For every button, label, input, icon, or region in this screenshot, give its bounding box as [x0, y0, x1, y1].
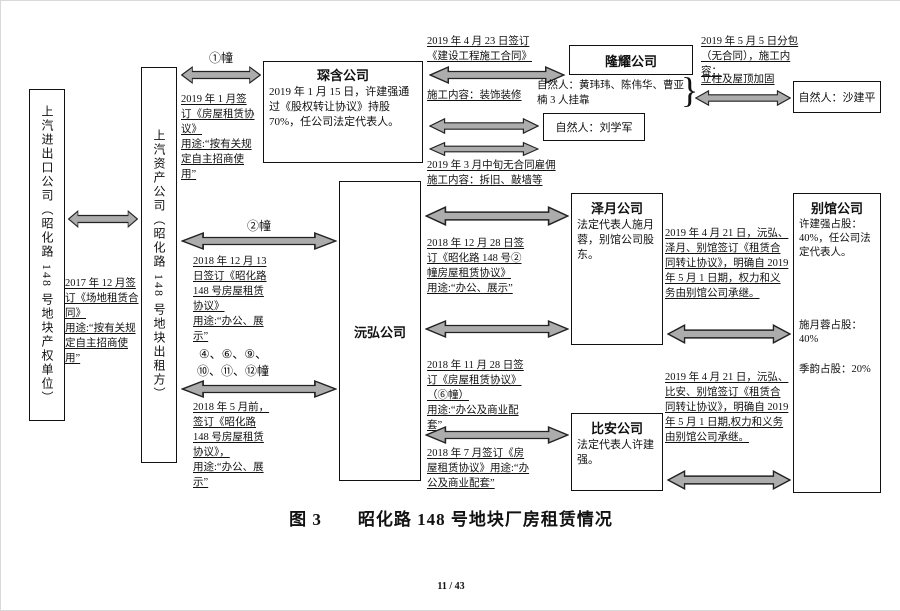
arrow-demolition	[429, 141, 539, 157]
annotation-construction-content: 施工内容：装饰装修	[427, 90, 522, 101]
arrow-saic-lease	[68, 209, 138, 229]
annotation-no-contract-hire: 2019 年 3 月中旬无合同雇佣 施工内容：拆旧、敲墙等	[427, 160, 556, 186]
node-yuanhong-title: 沅弘公司	[353, 324, 406, 340]
annotation-transfer-bian: 2019 年 4 月 21 日，沅弘、比安、别馆签订《租赁合同转让协议》，明确自…	[665, 372, 789, 443]
node-longyao: 隆耀公司	[569, 45, 693, 75]
annotation-lease-2017: 2017 年 12 月签订《场地租赁合同》 用途:“按有关规定自主招商使用”	[65, 278, 139, 364]
annotation-lease-2018-12-13: 2018 年 12 月 13 日签订《昭化路 148 号房屋租赁协议》 用途:“…	[193, 256, 267, 342]
label-building1: ①幢	[208, 51, 233, 65]
node-shajianping-label: 自然人：沙建平	[798, 92, 876, 104]
annotation-construction-contract: 2019 年 4 月 23 日签订 《建设工程施工合同》	[427, 36, 532, 62]
node-saic-asset-label: 上汽资产公司（昭化路 148 号地块出租方）	[152, 129, 166, 401]
node-chenhan-body: 2019 年 1 月 15 日，许建强通过《股权转让协议》持股 70%，任公司法…	[269, 86, 410, 128]
page-number: 11 / 43	[437, 581, 465, 592]
arrow-construction	[429, 65, 565, 85]
label-building2: ②幢	[246, 219, 271, 233]
arrow-transfer-bian	[667, 469, 791, 491]
node-chenhan-title: 琛含公司	[316, 68, 369, 83]
node-saic-asset: 上汽资产公司（昭化路 148 号地块出租方）	[141, 67, 177, 463]
node-bian-title: 比安公司	[590, 421, 643, 436]
arrow-lease-bottom	[425, 425, 569, 445]
annotation-lease-2019-01: 2019 年 1 月签订《房屋租赁协议》 用途:“按有关规定自主招商使用”	[181, 94, 255, 180]
annotation-subcontract: 2019 年 5 月 5 日分包 （无合同），施工内容：	[701, 36, 799, 77]
annotation-attached-persons: 自然人：黄玮玮、陈伟华、曹亚楠 3 人挂靠	[537, 80, 684, 106]
annotation-lease-2018-05: 2018 年 5 月前，签订《昭化路 148 号房屋租赁协议》， 用途:“办公、…	[193, 402, 270, 488]
node-zeyue-body: 法定代表人施月蓉，别馆公司股东。	[577, 219, 654, 261]
figure-caption: 图 3 昭化路 148 号地块厂房租赁情况	[289, 510, 613, 529]
brace-glyph: }	[681, 70, 699, 110]
node-bian-body: 法定代表人许建强。	[577, 439, 654, 466]
node-zeyue: 泽月公司 法定代表人施月蓉，别馆公司股东。	[571, 193, 663, 345]
annotation-lease-2018-12-28: 2018 年 12 月 28 日签订《昭化路 148 号②幢房屋租赁协议》 用途…	[427, 238, 525, 294]
node-liuxuejun: 自然人：刘学军	[543, 113, 645, 141]
node-zeyue-title: 泽月公司	[590, 201, 643, 216]
arrow-lease-mid	[425, 319, 569, 339]
annotation-subcontract-content: 立柱及屋顶加固	[701, 74, 775, 85]
node-bieguan-share2: 施月蓉占股：40%	[799, 319, 862, 345]
annotation-lease-2018-07: 2018 年 7 月签订《房屋租赁协议》用途:“办公及商业配套”	[427, 448, 530, 489]
arrow-building2	[181, 231, 337, 251]
annotation-lease-2018-11-28: 2018 年 11 月 28 日签订《房屋租赁协议》（⑥幢） 用途:“办公及商业…	[427, 360, 524, 431]
arrow-lease-top	[425, 205, 569, 227]
node-bieguan-title: 别馆公司	[810, 201, 863, 216]
arrow-liuxuejun	[429, 117, 539, 135]
node-bieguan-share1: 许建强占股：40%，任公司法定代表人。	[799, 219, 871, 259]
node-bieguan: 别馆公司 许建强占股：40%，任公司法定代表人。 施月蓉占股：40% 季韵占股：…	[793, 193, 881, 493]
arrow-subcontract	[695, 89, 791, 107]
node-saic-import: 上汽进出口公司（昭化路 148 号地块产权单位）	[29, 89, 65, 421]
arrow-buildings	[181, 379, 337, 399]
label-buildings: ④、⑥、⑨、 ⑩、⑪、⑫幢	[196, 347, 269, 378]
node-bieguan-share3: 季韵占股：20%	[799, 363, 871, 375]
annotation-transfer-zeyue: 2019 年 4 月 21 日，沅弘、泽月、别馆签订《租赁合同转让协议》，明确自…	[665, 228, 789, 299]
arrow-building1	[181, 65, 261, 85]
node-longyao-title: 隆耀公司	[604, 53, 657, 69]
node-shajianping: 自然人：沙建平	[793, 81, 881, 113]
node-chenhan: 琛含公司 2019 年 1 月 15 日，许建强通过《股权转让协议》持股 70%…	[263, 61, 423, 163]
node-yuanhong: 沅弘公司	[339, 181, 421, 481]
arrow-transfer-zeyue	[667, 323, 791, 345]
node-liuxuejun-label: 自然人：刘学军	[555, 122, 633, 134]
node-saic-import-label: 上汽进出口公司（昭化路 148 号地块产权单位）	[40, 105, 54, 405]
node-bian: 比安公司 法定代表人许建强。	[571, 413, 663, 491]
